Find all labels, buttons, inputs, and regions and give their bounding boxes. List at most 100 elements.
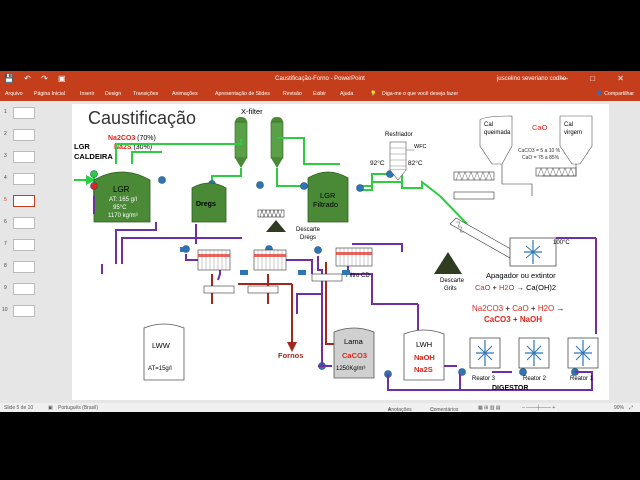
cal-queimada-silo[interactable]: [479, 115, 513, 165]
lime-mud-filter-1[interactable]: [197, 249, 231, 271]
tab-animacoes[interactable]: Animações: [172, 91, 198, 97]
lime-chute: [542, 164, 577, 177]
zoom-level[interactable]: 90%: [614, 405, 625, 411]
minimize-icon[interactable]: —: [559, 74, 578, 83]
tab-apresentacao[interactable]: Apresentação de Slides: [215, 91, 270, 97]
maximize-icon[interactable]: □: [590, 74, 606, 83]
lime-chute: [501, 164, 533, 196]
reator-3-label: Reator 3: [472, 376, 496, 382]
slide-thumbnail[interactable]: [13, 151, 35, 163]
quick-access-toolbar[interactable]: 💾 ↶ ↷ ▣: [4, 74, 70, 83]
slide-thumbnail[interactable]: [13, 283, 35, 295]
filter-screw-conveyors: [203, 273, 343, 294]
slide-title[interactable]: Caustificação: [88, 108, 196, 128]
slide-thumbnail[interactable]: [13, 217, 35, 229]
spellcheck-icon[interactable]: ▣: [48, 405, 53, 411]
close-icon[interactable]: ✕: [617, 74, 634, 83]
slide-thumbnail-selected[interactable]: [13, 195, 35, 207]
lww-tank[interactable]: [143, 323, 185, 381]
descarte-grits-line2: Grits: [444, 286, 457, 292]
tab-design[interactable]: Design: [105, 91, 122, 97]
lgr-caldeira-line1: LGR: [74, 142, 90, 151]
cal-virgem-line2: virgem: [564, 130, 582, 136]
cal-queimada-line2: queimada: [484, 130, 511, 136]
lgr-at: AT: 165 g/l: [109, 197, 137, 203]
lgr-filtrado-line2: Filtrado: [313, 200, 338, 209]
slide-thumbnail[interactable]: [13, 261, 35, 273]
lgr-caldeira-line2: CALDEIRA: [74, 152, 113, 161]
lama-tank[interactable]: [333, 327, 375, 379]
lama-dens: 1250Kg/m³: [336, 366, 365, 372]
tab-revisao[interactable]: Revisão: [283, 91, 302, 97]
tab-ajuda[interactable]: Ajuda: [340, 91, 354, 97]
lime-mud-filter-2[interactable]: [253, 249, 287, 271]
slide-thumbnail[interactable]: [13, 305, 35, 317]
tell-me-search[interactable]: Diga-me o que você deseja fazer: [382, 91, 459, 97]
reator-2[interactable]: [518, 337, 550, 369]
dregs-tank[interactable]: [191, 182, 227, 223]
slide-thumbnail[interactable]: [13, 239, 35, 251]
lgr-filtrado-tank[interactable]: [307, 171, 349, 223]
xfilter-unit: [234, 117, 284, 168]
thumb-number: 4: [4, 175, 7, 181]
reaction-1: CaO + H2O → Ca(OH)2: [475, 283, 556, 292]
slide-counter: Slide 5 de 10: [4, 405, 34, 411]
tab-transicoes[interactable]: Transições: [133, 91, 159, 97]
tab-arquivo[interactable]: Arquivo: [5, 91, 23, 97]
filter-motors: [180, 247, 350, 275]
cal-virgem-silo[interactable]: [559, 115, 593, 165]
window-controls[interactable]: — □ ✕: [560, 74, 634, 83]
lgr-tank[interactable]: [93, 171, 151, 223]
thumb-number: 8: [4, 263, 7, 269]
apagador-slaker[interactable]: [509, 237, 557, 267]
dregs-pile: [266, 220, 286, 232]
digestor-label: DIGESTOR: [492, 385, 528, 392]
resfriador-label: Resfriador: [385, 132, 413, 138]
view-buttons[interactable]: ▦ ⊞ ▥ ▤: [478, 405, 501, 411]
filtro-cd[interactable]: [335, 247, 373, 267]
zoom-slider[interactable]: – ───┼─── +: [522, 405, 556, 411]
user-name[interactable]: juscelino severiano codho: [496, 76, 566, 82]
powerpoint-window: 💾 ↶ ↷ ▣ Caustificação-Forno - PowerPoint…: [0, 71, 640, 413]
thumb-number: 6: [4, 219, 7, 225]
fit-slide-icon[interactable]: ⤢: [629, 405, 634, 411]
slide-thumbnail[interactable]: [13, 173, 35, 185]
descarte-grits-line1: Descarte: [440, 278, 465, 284]
descarte-dregs-line2: Dregs: [300, 235, 316, 241]
lime-mud-pipes: [211, 262, 334, 352]
reator-1[interactable]: [567, 337, 599, 369]
temp-100: 100°C: [553, 240, 570, 246]
notes-icon: ≡: [388, 407, 391, 413]
caco3-pct: CaCO3 = 5 a 10 %: [518, 148, 561, 154]
lightbulb-icon: 💡: [370, 91, 377, 97]
lgr-tank-label: LGR: [113, 185, 130, 194]
share-label: Compartilhar: [604, 91, 634, 97]
title-bar: 💾 ↶ ↷ ▣ Caustificação-Forno - PowerPoint…: [0, 71, 640, 88]
descarte-dregs-line1: Descarte: [296, 227, 321, 233]
resfriador-cooler[interactable]: [389, 141, 407, 181]
lgr-temp: 95°C: [113, 205, 127, 211]
reaction-2: Na2CO3 + CaO + H2O →: [472, 304, 565, 313]
lwh-tank[interactable]: [403, 329, 445, 381]
language-label[interactable]: Português (Brasil): [58, 405, 99, 411]
tab-pagina-inicial[interactable]: Página Inicial: [34, 91, 65, 97]
share-icon: 👤: [596, 91, 605, 97]
notes-label: Anotações: [388, 407, 412, 413]
slide-thumbnail[interactable]: [13, 107, 35, 119]
thumb-number: 10: [2, 307, 8, 313]
tab-inserir[interactable]: Inserir: [80, 91, 95, 97]
thumb-number: 1: [4, 109, 7, 115]
lww-label: LWW: [152, 341, 171, 350]
slide-canvas[interactable]: Caustificação X-filter Na2CO3 (70%) Na2S…: [72, 104, 609, 400]
lama-caco3: CaCO3: [342, 351, 367, 360]
xfilter-label: X-filter: [241, 107, 263, 116]
lwh-na2s: Na2S: [414, 365, 433, 374]
tab-exibir[interactable]: Exibir: [313, 91, 326, 97]
process-diagram: Caustificação X-filter Na2CO3 (70%) Na2S…: [74, 107, 599, 392]
share-button[interactable]: 👤 Compartilhar: [596, 91, 634, 97]
green-pipes: [74, 137, 468, 225]
apagador-label: Apagador ou extintor: [486, 271, 556, 280]
slide-thumbnail[interactable]: [13, 129, 35, 141]
reator-3[interactable]: [469, 337, 501, 369]
grits-pile: [434, 252, 462, 274]
